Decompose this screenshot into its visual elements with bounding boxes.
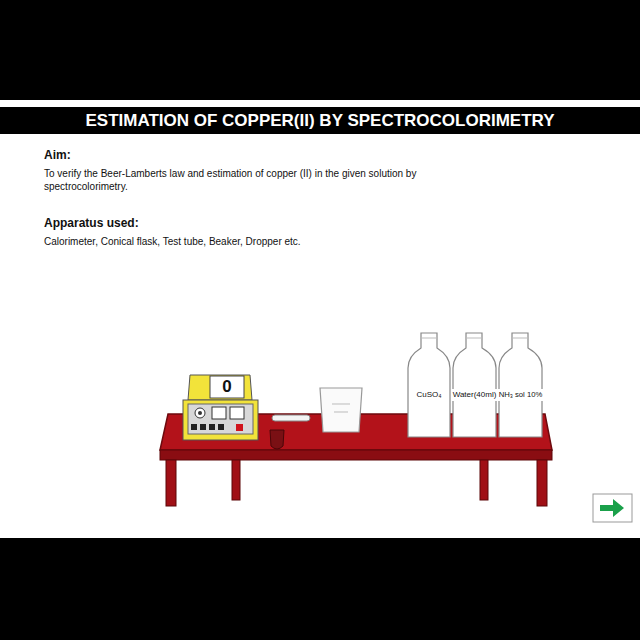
node-text: 0	[222, 378, 231, 397]
title-bar: ESTIMATION OF COPPER(II) BY SPECTROCOLOR…	[0, 107, 640, 134]
section-heading: Aim:	[44, 148, 344, 163]
colorimeter-display: 0	[221, 376, 233, 398]
apparatus-text: Calorimeter, Conical flask, Test tube, B…	[44, 236, 484, 249]
section-heading: Apparatus used:	[44, 216, 344, 231]
node-text: NH₃ sol 10%	[499, 391, 543, 399]
bottle-label: NH₃ sol 10%	[497, 389, 544, 400]
node-text: CuSO₄	[416, 391, 441, 400]
page-title: ESTIMATION OF COPPER(II) BY SPECTROCOLOR…	[85, 111, 554, 131]
bottle-label: Water(40ml)	[451, 389, 498, 401]
aim-text: To verify the Beer-Lamberts law and esti…	[44, 168, 484, 193]
bottle-label: CuSO₄	[415, 389, 443, 401]
node-text: Water(40ml)	[453, 391, 497, 400]
